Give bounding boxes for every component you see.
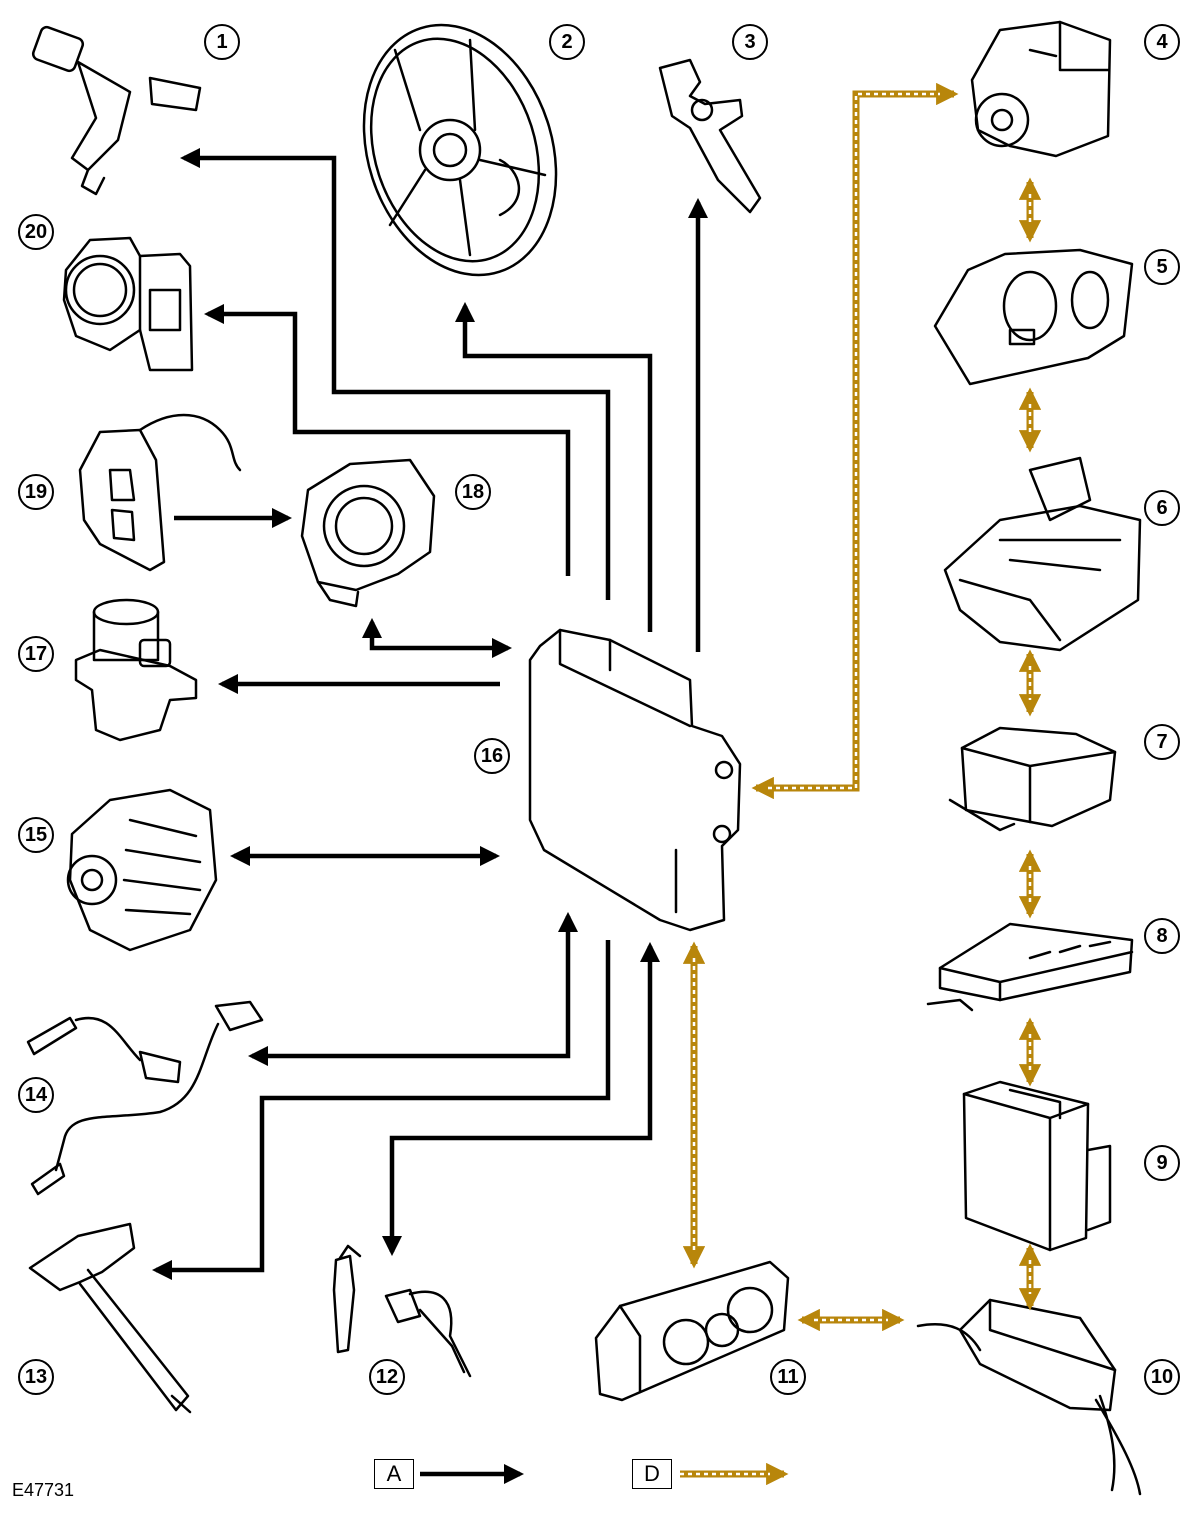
callout-18: 18: [455, 474, 491, 510]
fuel-injector-icon: [31, 25, 202, 196]
cooling-fan-icon: [362, 23, 558, 277]
bus-connections: [680, 82, 1042, 1486]
callout-6: 6: [1144, 490, 1180, 526]
wire-16-to-2: [454, 301, 653, 632]
callout-1: 1: [204, 24, 240, 60]
callout-16: 16: [474, 738, 510, 774]
wire-16-to-20: [203, 303, 571, 576]
callout-13: 13: [18, 1359, 54, 1395]
wire-12-to-16: [381, 941, 661, 1257]
engine-control-module-icon: [528, 628, 742, 932]
hardwired-connections: [151, 147, 709, 1485]
callout-9: 9: [1144, 1145, 1180, 1181]
oxygen-sensor-icon: [26, 1000, 264, 1196]
solenoid-valve-icon: [658, 58, 762, 214]
clockspring-icon: [300, 458, 436, 608]
control-module-icon: [926, 922, 1134, 1012]
callout-11: 11: [770, 1359, 806, 1395]
control-module-icon: [948, 726, 1117, 832]
transmission-control-icon: [943, 456, 1142, 652]
callout-7: 7: [1144, 724, 1180, 760]
callout-3: 3: [732, 24, 768, 60]
wire-16-to-1: [179, 147, 611, 600]
ignition-coil-icon: [28, 1222, 192, 1414]
figure-reference: E47731: [12, 1480, 75, 1500]
instrument-cluster-icon: [933, 248, 1134, 386]
callout-2: 2: [549, 24, 585, 60]
climate-control-panel-icon: [594, 1260, 790, 1402]
callout-19: 19: [18, 474, 54, 510]
throttle-body-icon: [62, 236, 194, 372]
callout-10: 10: [1144, 1359, 1180, 1395]
legend-key-hardwired: A: [374, 1459, 414, 1489]
legend-key-bus: D: [632, 1459, 672, 1489]
oxygen-sensor-icon: [332, 1244, 472, 1378]
control-module-icon: [962, 1080, 1112, 1252]
abs-module-icon: [970, 20, 1112, 158]
callout-4: 4: [1144, 24, 1180, 60]
wire-14-to-16: [247, 911, 579, 1067]
callout-15: 15: [18, 817, 54, 853]
wire-16-to-18: [361, 617, 513, 659]
wire-16-to-13: [151, 940, 611, 1281]
control-module-icon: [916, 1298, 1142, 1496]
callout-17: 17: [18, 636, 54, 672]
callout-14: 14: [18, 1077, 54, 1113]
switch-pack-icon: [78, 413, 242, 572]
callout-20: 20: [18, 214, 54, 250]
callout-8: 8: [1144, 918, 1180, 954]
callout-5: 5: [1144, 249, 1180, 285]
valve-icon: [74, 598, 198, 742]
alternator-icon: [66, 788, 218, 952]
callout-12: 12: [369, 1359, 405, 1395]
